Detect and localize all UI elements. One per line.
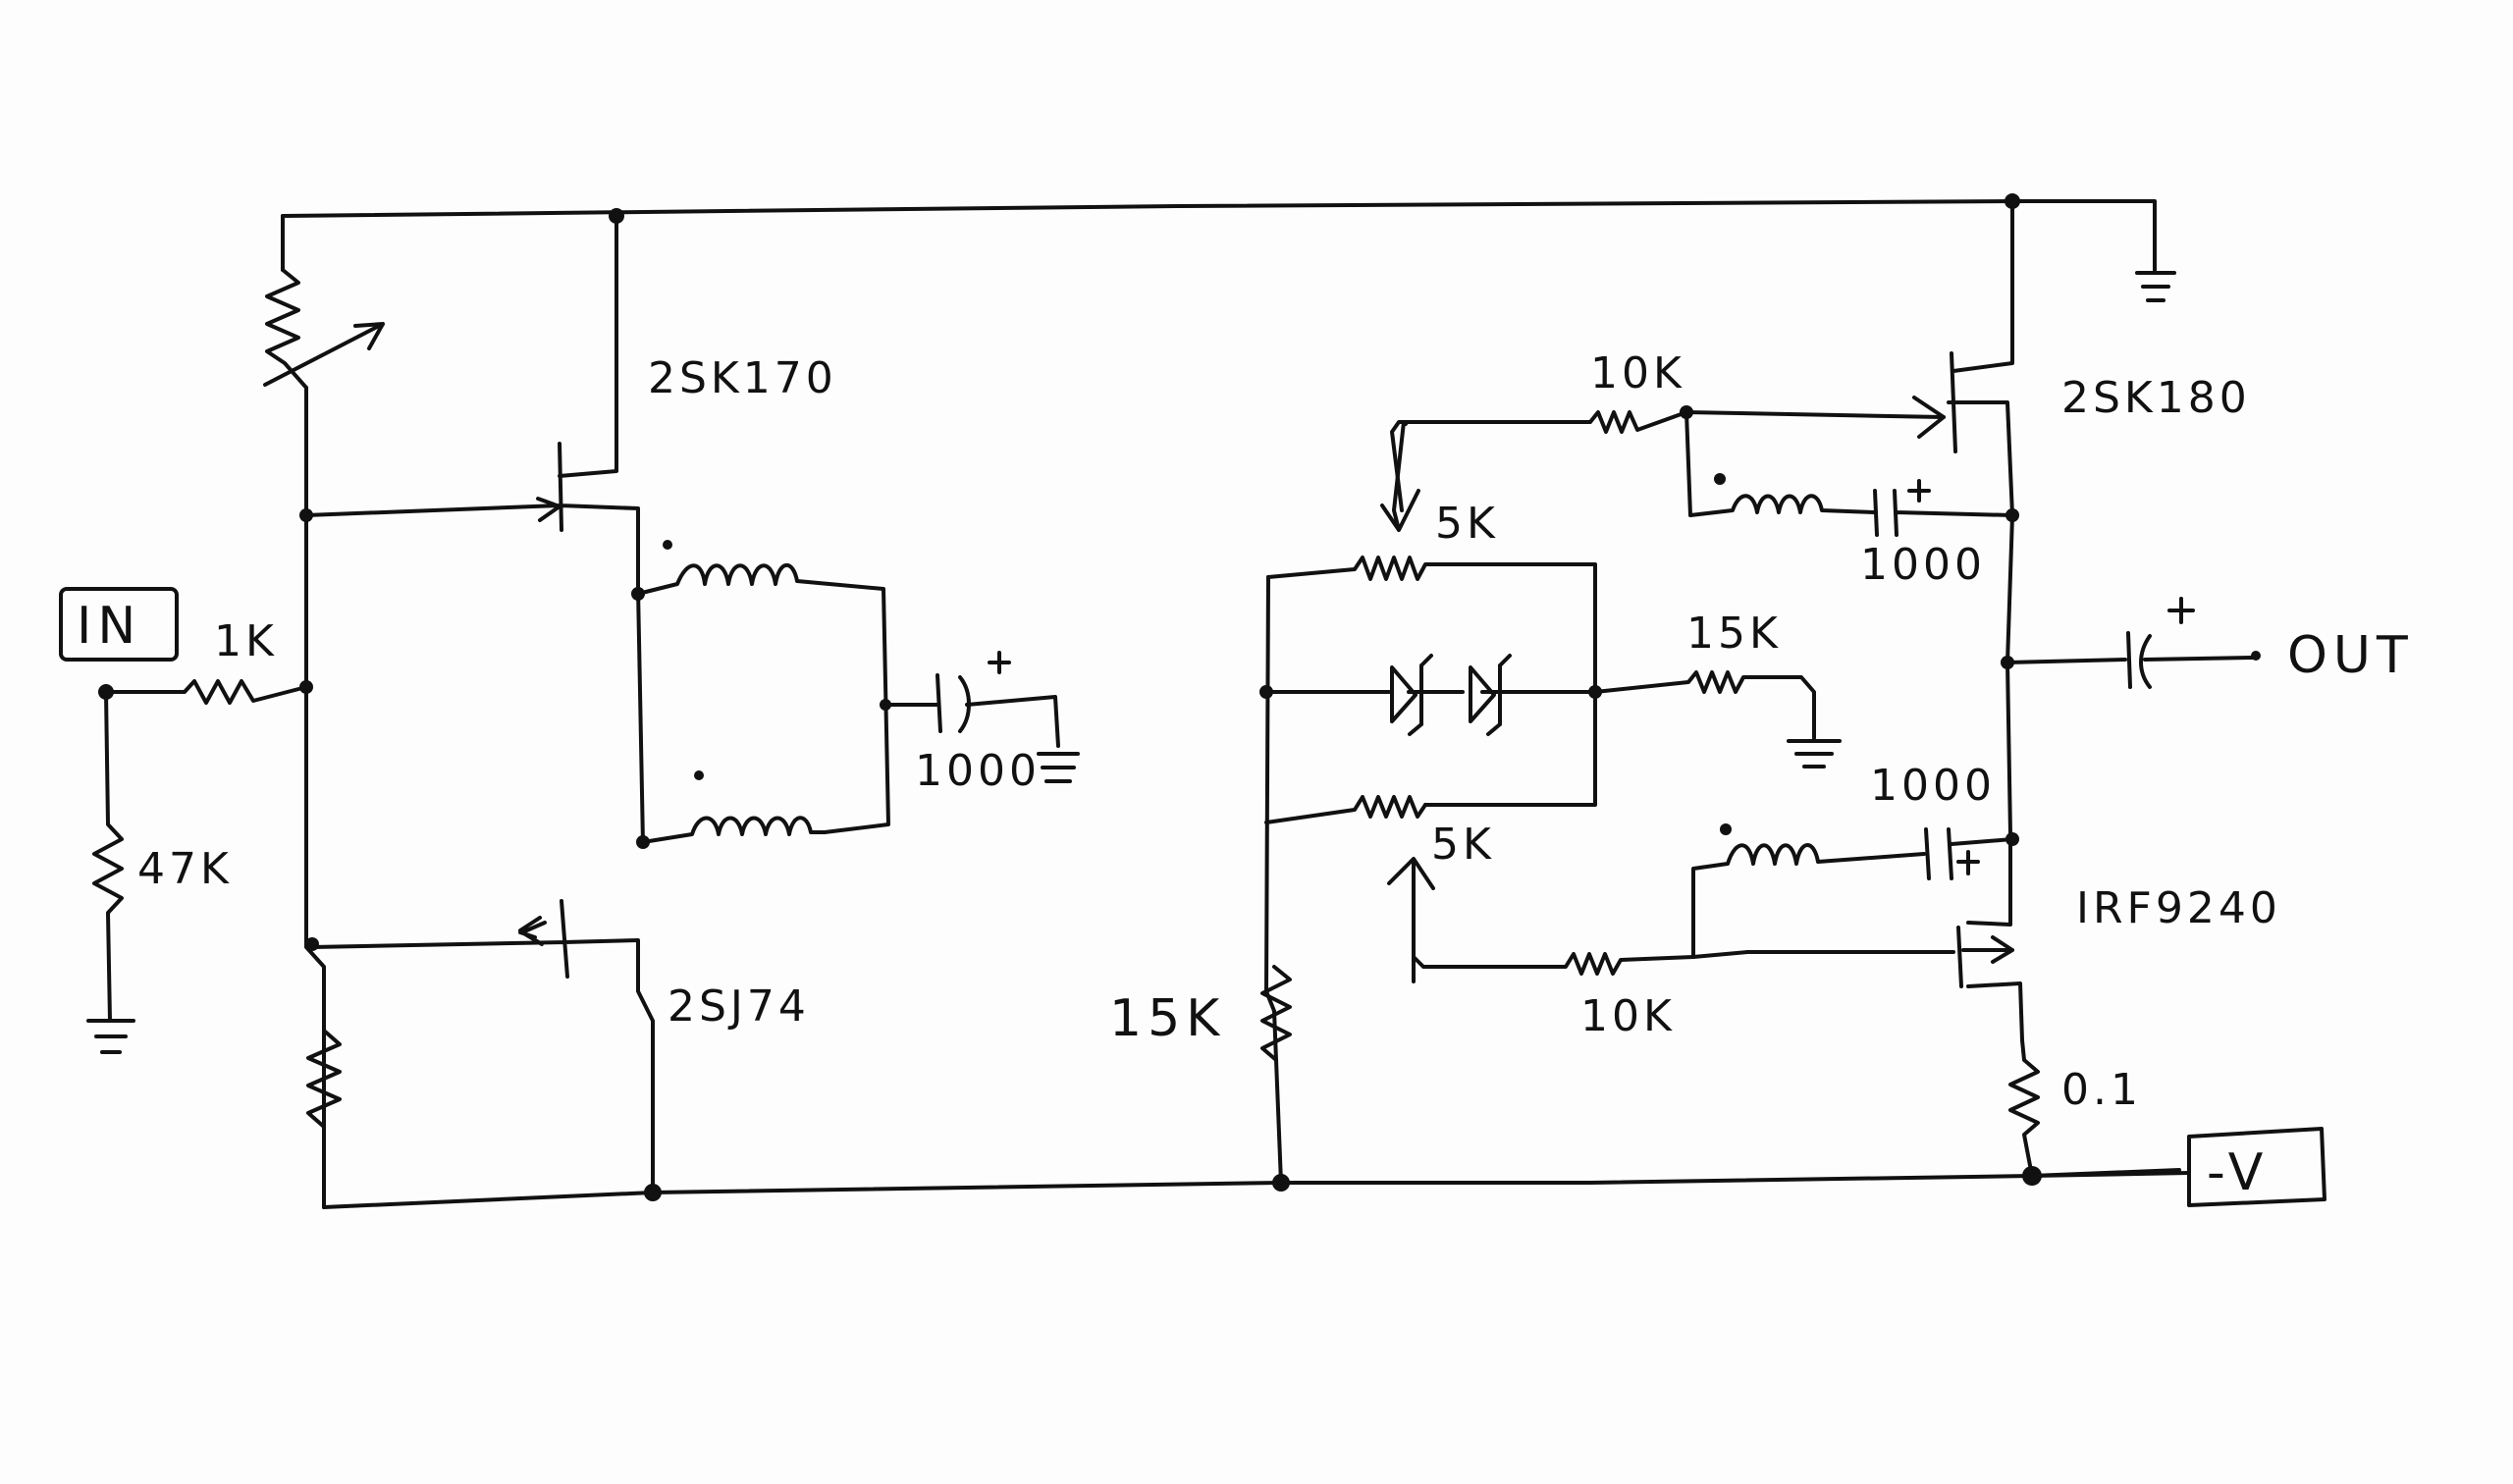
left-output-bus: [636, 587, 645, 846]
jfet-upper-left-symbol: [304, 214, 640, 591]
junction-diode-left: [1259, 685, 1273, 699]
pot-lower-wiper: [1387, 857, 1435, 983]
pot-lower-label: 5K: [1431, 820, 1495, 870]
r-source: [2008, 1038, 2040, 1178]
r-diode-gnd-label: 15K: [1686, 609, 1782, 659]
pot-lower: [1264, 795, 1427, 824]
input-wire: [104, 679, 308, 705]
ground-symbol-left-cap: [1037, 752, 1080, 783]
gate-upper-wire: [1390, 410, 1946, 512]
inductor-lower-right: [1691, 827, 2014, 959]
ground-symbol-diode: [1787, 739, 1842, 768]
ground-symbol-input: [86, 1019, 135, 1054]
r-bias-label: 15K: [1109, 989, 1225, 1048]
r-in-label: 1K: [214, 616, 278, 666]
inductor-left-upper-dot: [663, 540, 672, 550]
ground-symbol-top-right: [2135, 271, 2176, 302]
top-rail-wire: [281, 199, 2157, 272]
variable-resistor-arrow: [263, 322, 385, 387]
output-capacitor: [2005, 631, 2255, 689]
mosfet-upper-right-symbol: [1912, 199, 2014, 517]
output-capacitor-plus: [2167, 597, 2195, 624]
input-label-box: [59, 587, 179, 662]
inductor-left-lower-dot: [694, 770, 704, 780]
r-gate-upper-label: 10K: [1590, 348, 1685, 398]
r-shunt-wire: [92, 690, 124, 1023]
inductor-left-upper: [636, 562, 890, 834]
diode-1: [1390, 654, 1433, 736]
r-bias: [1260, 965, 1292, 1062]
right-output-bus: [2005, 513, 2014, 836]
r-shunt-label: 47K: [137, 844, 233, 894]
pot-upper-label: 5K: [1435, 499, 1499, 549]
mosfet-lower-right-label: IRF9240: [2076, 883, 2281, 933]
neg-supply-wire: [2030, 1168, 2181, 1178]
jfet-upper-left-label: 2SK170: [648, 353, 837, 403]
r-source-label: 0.1: [2061, 1065, 2142, 1115]
capacitor-upper-right-label: 1000: [1860, 540, 1986, 590]
output-label: OUT: [2287, 626, 2414, 685]
left-column-wire: [304, 386, 326, 1209]
bias-left-bus: [1264, 575, 1283, 1185]
neg-supply-box: [2187, 1127, 2326, 1207]
jfet-lower-left-symbol: [310, 899, 655, 1194]
inductor-lower-right-dot: [1720, 823, 1732, 835]
inductor-left-lower: [641, 816, 827, 844]
pot-upper: [1266, 556, 1597, 807]
capacitor-upper-right-plus: [1907, 479, 1931, 503]
bottom-rail-wire: [322, 1171, 2191, 1209]
capacitor-left-label: 1000: [915, 746, 1041, 796]
resistor-lower-left: [306, 1029, 342, 1129]
inductor-upper-right: [1684, 410, 2014, 537]
gate-lower-wire: [1412, 921, 1955, 976]
pot-upper-wiper: [1380, 420, 1420, 532]
capacitor-lower-right-label: 1000: [1870, 761, 1996, 811]
diode-2: [1469, 654, 1512, 736]
mosfet-lower-right-symbol: [1956, 837, 2024, 1042]
r-diode-gnd: [1593, 670, 1816, 740]
variable-resistor-left: [265, 268, 308, 390]
r-gate-lower-label: 10K: [1580, 991, 1676, 1041]
mosfet-upper-right-label: 2SK180: [2061, 373, 2251, 423]
capacitor-left: [883, 673, 1060, 748]
neg-supply-label: -V: [2207, 1143, 2269, 1202]
capacitor-lower-right-plus: [1956, 850, 1980, 875]
output-terminal: [2251, 651, 2261, 661]
jfet-lower-left-label: 2SJ74: [668, 981, 810, 1032]
capacitor-left-plus: [988, 651, 1011, 674]
inductor-upper-right-dot: [1714, 473, 1726, 485]
input-label: IN: [77, 597, 141, 656]
